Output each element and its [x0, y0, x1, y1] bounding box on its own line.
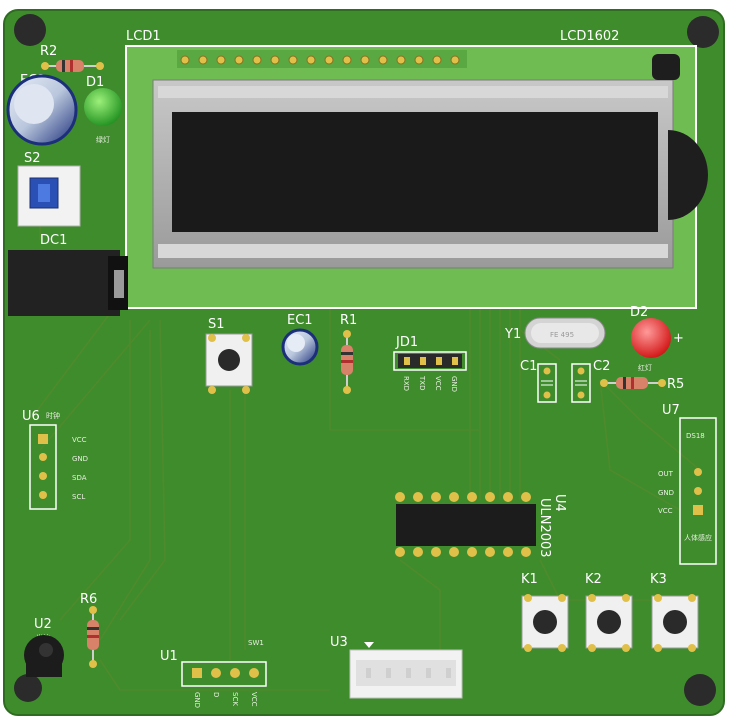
jd1-pin-labels: RXD TXD VCC GND	[402, 375, 458, 392]
k3-label: K3	[650, 572, 667, 587]
d2-polarity: +	[673, 331, 684, 346]
s2-label: S2	[24, 151, 41, 166]
k1-label: K1	[521, 572, 538, 587]
u6-note: 时钟	[46, 411, 60, 420]
resistor-r6	[87, 606, 99, 668]
jd1-label: JD1	[395, 335, 418, 350]
u6-pin-labels: VCC GND SDA SCL	[72, 436, 88, 501]
dc-jack-dc1	[8, 250, 128, 316]
d2-label: D2	[630, 305, 648, 320]
s1-label: S1	[208, 317, 225, 332]
module-u6	[29, 424, 57, 510]
svg-text:GND: GND	[450, 376, 458, 392]
d1-label: D1	[86, 75, 104, 90]
lcd-module	[125, 45, 708, 309]
ec1-label: EC1	[287, 313, 313, 328]
ic-u4-uln2003	[395, 492, 536, 557]
switch-s2[interactable]	[17, 165, 81, 227]
svg-text:VCC: VCC	[250, 692, 258, 707]
svg-text:VCC: VCC	[434, 376, 442, 391]
c2-label: C2	[593, 359, 610, 374]
module-u7	[679, 417, 717, 565]
svg-text:RXD: RXD	[402, 376, 410, 391]
lcd-screen	[172, 112, 658, 232]
button-k3[interactable]	[651, 594, 699, 652]
u3-label: U3	[330, 635, 348, 650]
r2-label: R2	[40, 44, 57, 59]
lcd-part-label: LCD1602	[560, 29, 619, 44]
r5-label: R5	[667, 377, 684, 392]
y1-label: Y1	[504, 327, 521, 342]
sensor-u2	[24, 635, 64, 677]
lcd-header-pins	[177, 50, 467, 68]
r1-label: R1	[340, 313, 357, 328]
capacitor-c2	[571, 363, 591, 403]
u1-pin-labels: GND D SCK VCC	[193, 692, 258, 708]
svg-text:VCC: VCC	[72, 436, 87, 444]
u6-label: U6	[22, 409, 40, 424]
y1-marking: FE 495	[550, 331, 574, 339]
dc1-label: DC1	[40, 233, 67, 248]
resistor-r2	[41, 60, 104, 72]
k2-label: K2	[585, 572, 602, 587]
svg-text:GND: GND	[658, 489, 674, 497]
connector-u3	[349, 642, 463, 699]
led-d1-green	[84, 88, 122, 126]
u7-label: U7	[662, 403, 680, 418]
svg-text:SCL: SCL	[72, 493, 85, 501]
capacitor-ec1	[281, 328, 319, 366]
resistor-r5	[600, 377, 666, 389]
svg-text:TXD: TXD	[418, 375, 426, 390]
u7-pin-labels: OUT GND VCC	[658, 470, 674, 515]
svg-text:OUT: OUT	[658, 470, 674, 478]
u7-side-note: 人体感应	[684, 533, 712, 542]
u1-label: U1	[160, 649, 178, 664]
c1-label: C1	[520, 359, 537, 374]
capacitor-c1	[537, 363, 557, 403]
button-k2[interactable]	[585, 594, 633, 652]
header-u1	[181, 661, 267, 687]
u2-label: U2	[34, 617, 52, 632]
svg-text:SCK: SCK	[231, 692, 239, 706]
capacitor-ec2	[6, 74, 78, 146]
crystal-y1	[524, 317, 606, 349]
u7-header: DS18	[686, 432, 705, 440]
button-s1[interactable]	[205, 333, 253, 394]
r6-label: R6	[80, 592, 97, 607]
d1-note: 绿灯	[96, 135, 110, 144]
resistor-r1	[341, 330, 353, 394]
header-jd1	[393, 351, 467, 371]
mounting-holes	[14, 14, 719, 706]
svg-text:VCC: VCC	[658, 507, 673, 515]
svg-text:SDA: SDA	[72, 474, 87, 482]
u4-part: ULN2003	[537, 498, 552, 558]
svg-text:GND: GND	[193, 692, 201, 708]
u1-note: SW1	[248, 639, 264, 647]
led-d2-red	[631, 318, 671, 358]
svg-text:GND: GND	[72, 455, 88, 463]
u4-label: U4	[552, 494, 567, 512]
d2-note: 红灯	[638, 363, 652, 372]
lcd-designator: LCD1	[126, 29, 161, 44]
button-k1[interactable]	[521, 594, 569, 652]
svg-text:D: D	[212, 692, 220, 697]
